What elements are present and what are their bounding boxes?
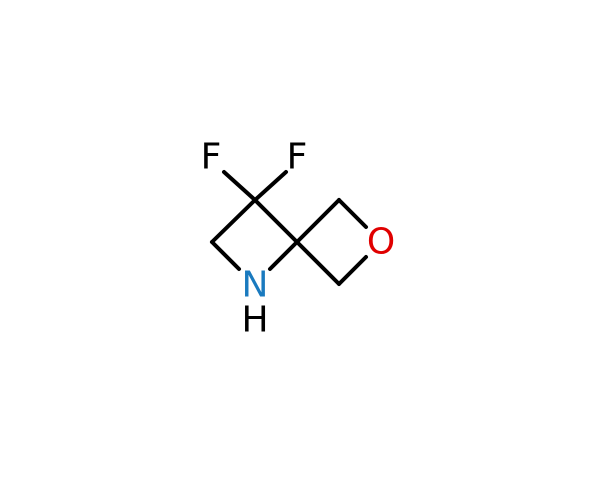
bond-ch2-top-o	[337, 198, 368, 229]
bond-spiro-cf2	[253, 198, 299, 244]
atom-fluorine-2: F	[287, 137, 308, 178]
bond-n-spiro	[268, 240, 299, 271]
bond-ch2-bottom-spiro	[295, 240, 341, 286]
bond-cf2-ch2	[210, 198, 257, 244]
atom-nitrogen: N	[242, 265, 269, 306]
atom-labels: F F O N H	[201, 137, 396, 341]
atom-hydrogen: H	[241, 300, 268, 341]
bond-spiro-ch2-top	[295, 198, 341, 244]
bond-f2-c	[253, 170, 288, 202]
atom-oxygen: O	[367, 222, 395, 263]
bond-o-ch2-bottom	[337, 255, 368, 286]
bond-f1-c	[222, 170, 257, 202]
bond-group	[210, 170, 368, 286]
bond-ch2-n	[210, 240, 241, 271]
atom-fluorine-1: F	[201, 137, 222, 178]
